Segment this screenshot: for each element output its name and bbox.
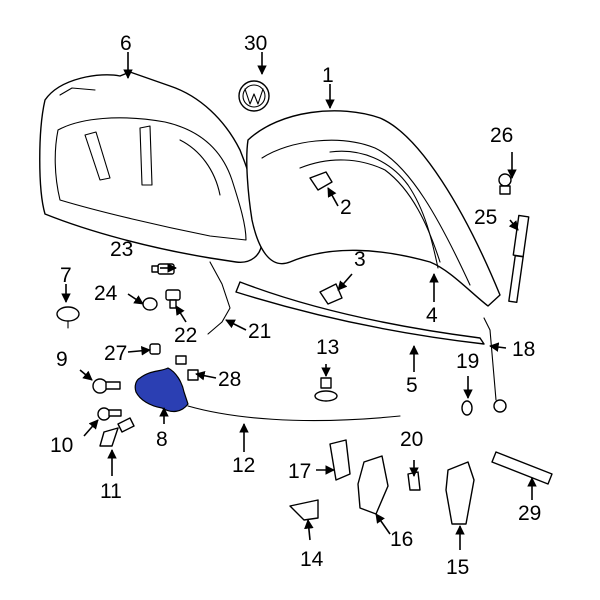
support-pad[interactable] [319, 283, 343, 305]
hood-emblem[interactable] [238, 80, 270, 112]
callout-15: 15 [446, 556, 469, 579]
prop-rod[interactable] [483, 317, 507, 413]
release-rod[interactable] [207, 261, 231, 335]
callout-24: 24 [94, 282, 118, 305]
latch-bracket[interactable] [329, 439, 351, 481]
callout-3: 3 [354, 248, 366, 271]
lock-clip[interactable] [175, 355, 199, 381]
bumper-stop[interactable] [309, 171, 333, 191]
hood-bolt[interactable] [151, 263, 175, 275]
callout-10: 10 [50, 434, 73, 457]
callout-19: 19 [456, 350, 479, 373]
callout-6: 6 [120, 32, 132, 55]
lift-support-strut[interactable] [508, 214, 530, 304]
callout-22: 22 [174, 324, 197, 347]
callout-30: 30 [244, 32, 267, 55]
callout-12: 12 [232, 454, 255, 477]
callout-21: 21 [248, 320, 271, 343]
callout-29: 29 [518, 502, 541, 525]
callout-27: 27 [104, 342, 127, 365]
callout-11: 11 [100, 480, 122, 503]
callout-17: 17 [288, 460, 311, 483]
release-cable[interactable] [187, 405, 401, 422]
push-retainer[interactable] [56, 306, 80, 329]
cable-clip[interactable] [149, 343, 161, 355]
callout-2: 2 [340, 196, 352, 219]
release-handle[interactable] [99, 417, 135, 447]
front-seal-strip[interactable] [235, 281, 485, 345]
callout-9: 9 [56, 348, 68, 371]
callout-16: 16 [390, 528, 413, 551]
ball-stud[interactable] [498, 173, 512, 195]
hood-inner-panel[interactable] [39, 71, 263, 263]
callout-14: 14 [300, 548, 324, 571]
washer[interactable] [461, 400, 473, 416]
hinge-plate[interactable] [357, 455, 389, 515]
hinge-arm[interactable] [445, 461, 475, 525]
callout-23: 23 [110, 238, 133, 261]
callout-4: 4 [426, 304, 438, 327]
callout-1: 1 [322, 64, 334, 87]
hood-latch[interactable] [134, 367, 189, 413]
callout-28: 28 [218, 368, 241, 391]
callout-labels: 1 2 3 4 5 6 7 8 9 10 11 12 13 14 15 16 1… [50, 32, 541, 579]
callout-18: 18 [512, 338, 535, 361]
hood-bumper[interactable] [314, 377, 338, 402]
callout-13: 13 [316, 336, 339, 359]
callout-25: 25 [474, 206, 497, 229]
callout-7: 7 [60, 264, 72, 287]
hood-panel[interactable] [246, 110, 501, 307]
latch-screw[interactable] [97, 407, 122, 421]
adjuster-bumper[interactable] [142, 297, 158, 311]
leader-lines [61, 52, 537, 550]
callout-8: 8 [156, 428, 168, 451]
hinge-bolt[interactable] [165, 289, 181, 309]
callout-20: 20 [400, 428, 423, 451]
callout-5: 5 [406, 374, 418, 397]
hood-seal[interactable] [329, 150, 439, 269]
latch-bolt[interactable] [92, 378, 121, 394]
callout-26: 26 [490, 124, 513, 147]
seal-block[interactable] [491, 451, 553, 485]
latch-cover[interactable] [289, 499, 319, 521]
